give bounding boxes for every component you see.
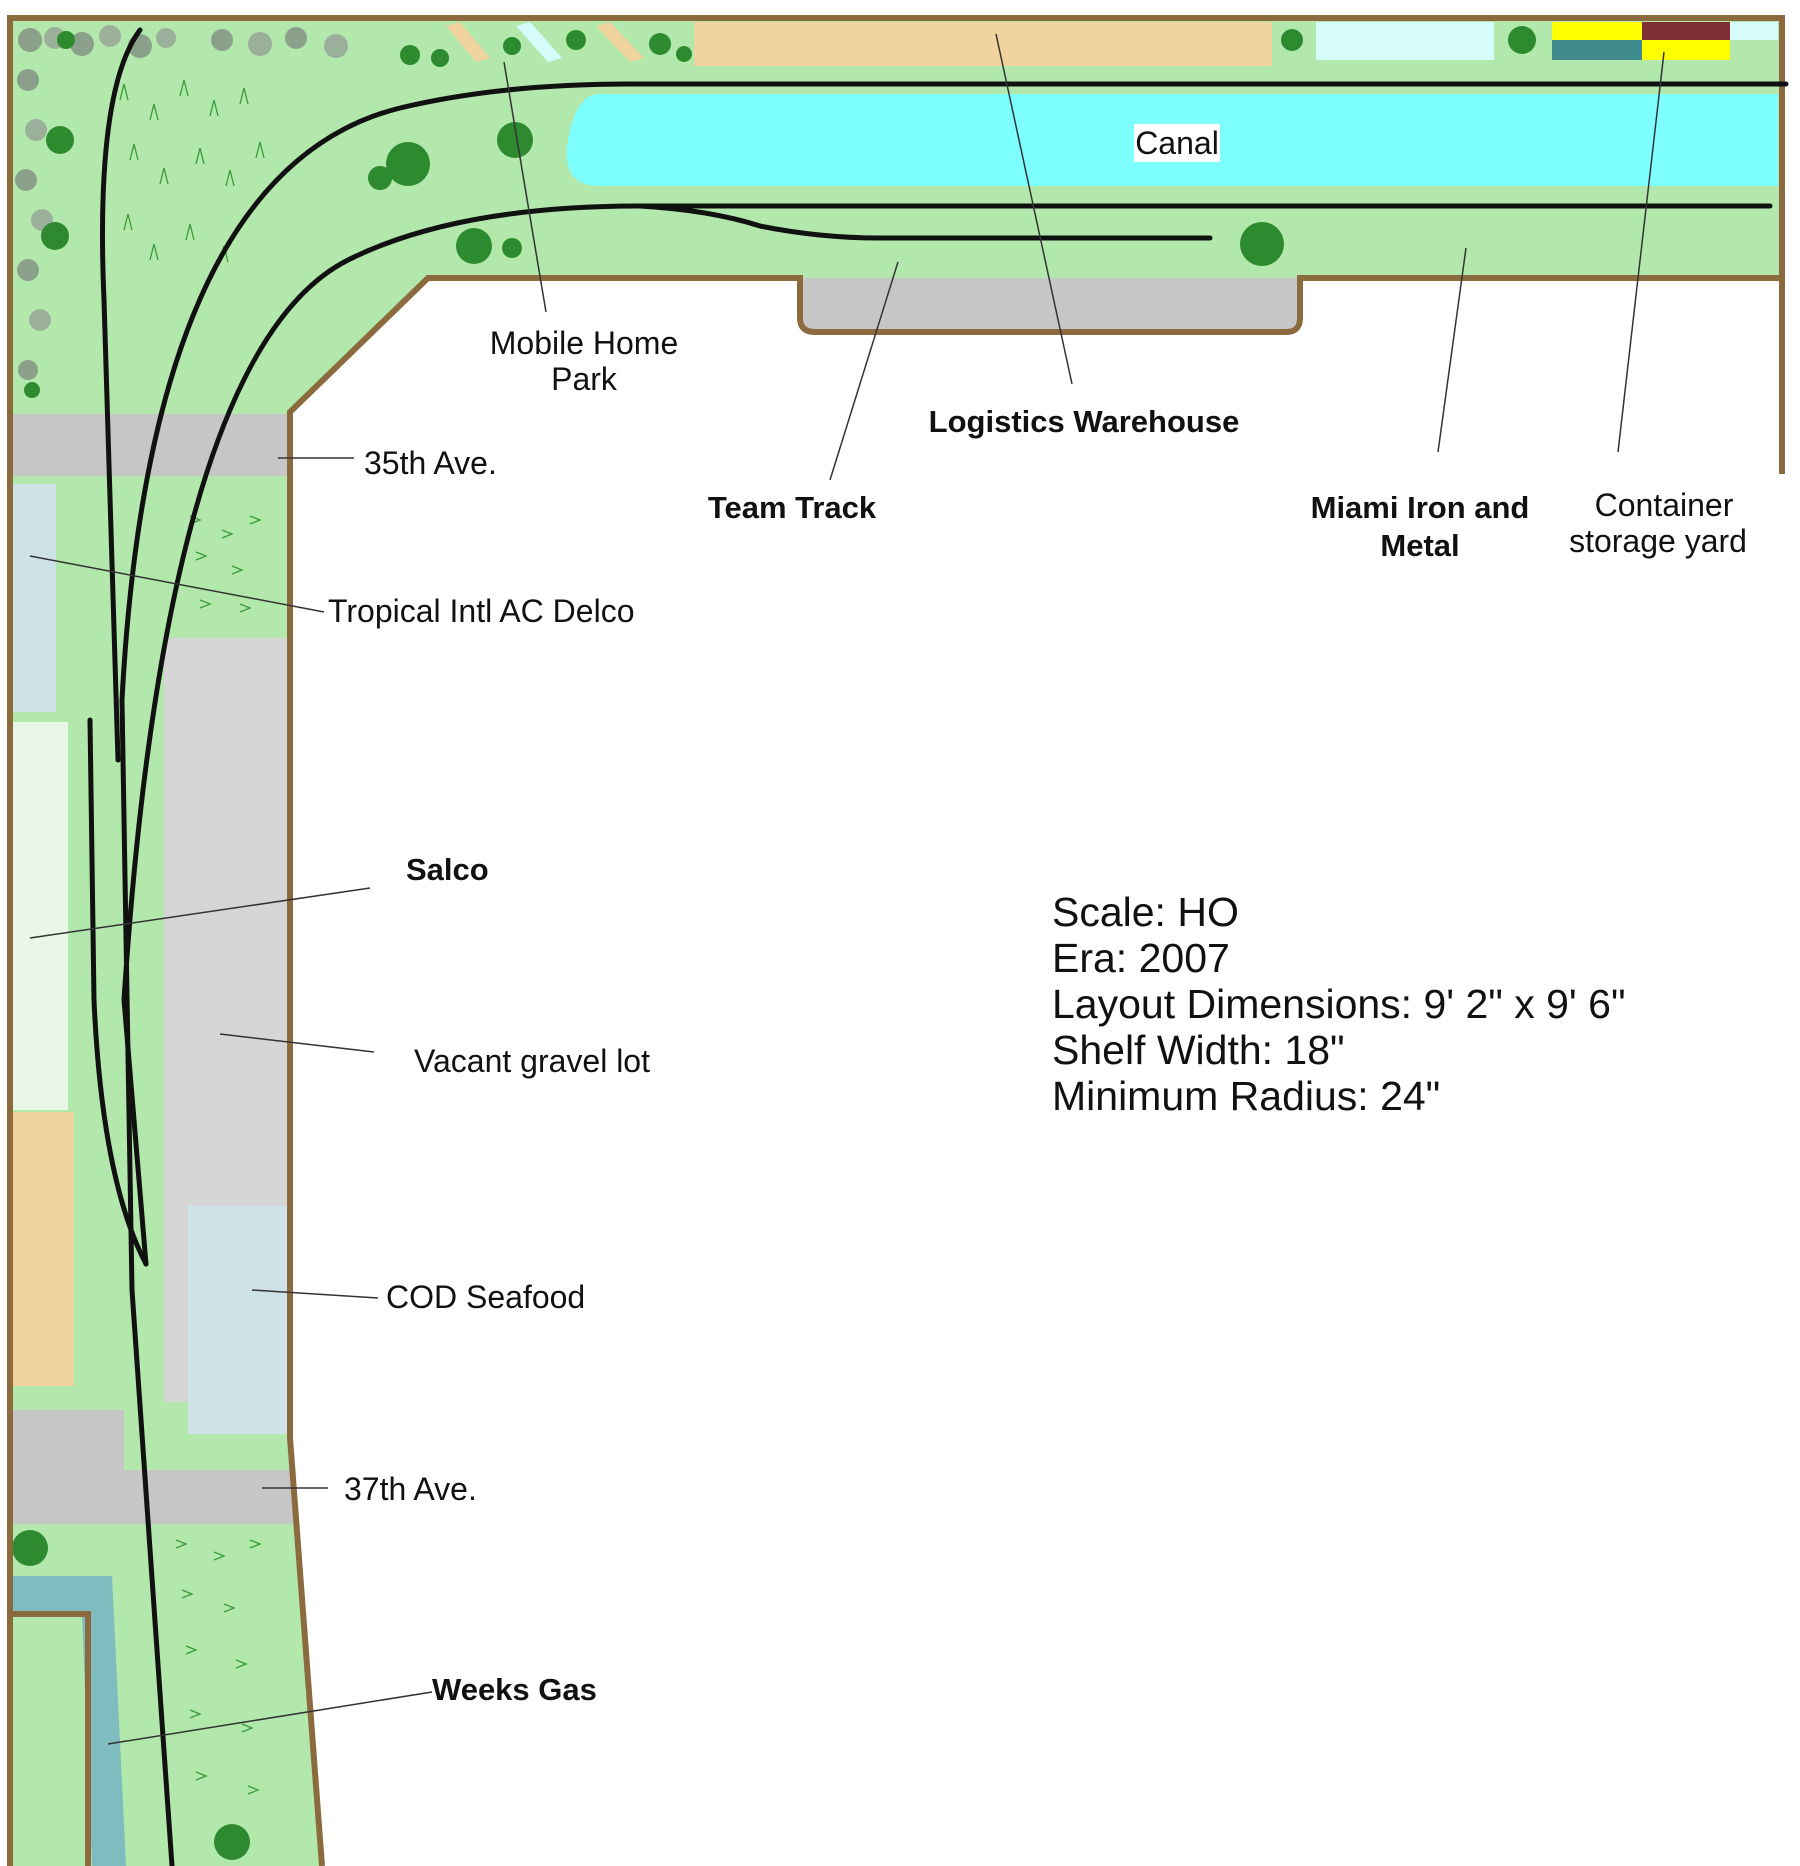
track-team-track-spur xyxy=(637,203,1213,241)
mobile-home-trailers xyxy=(446,22,644,62)
spec-dimensions: Layout Dimensions: 9' 2" x 9' 6" xyxy=(1052,981,1626,1027)
spec-era: Era: 2007 xyxy=(1052,935,1230,981)
tan-building-left xyxy=(12,1112,74,1386)
spec-shelf-width: Shelf Width: 18" xyxy=(1052,1027,1345,1073)
miami-iron-label-1: Miami Iron and xyxy=(1311,490,1530,525)
canal-label: Canal xyxy=(1135,125,1219,161)
logistics-warehouse-building xyxy=(694,22,1272,66)
road-37th-ave xyxy=(10,1410,296,1524)
team-track-label: Team Track xyxy=(708,490,877,525)
spec-scale: Scale: HO xyxy=(1052,889,1239,935)
weeks-gas-label: Weeks Gas xyxy=(432,1672,597,1707)
logistics-warehouse-label: Logistics Warehouse xyxy=(929,404,1240,439)
canal-label-bg xyxy=(1134,124,1220,162)
container-teal xyxy=(1552,40,1642,60)
mobile-home-park-label-2: Park xyxy=(551,361,618,397)
container-yard-label-2: storage yard xyxy=(1569,523,1747,559)
container-yellow-1 xyxy=(1552,22,1642,40)
tropical-label: Tropical Intl AC Delco xyxy=(328,593,634,629)
track-left-spur xyxy=(100,27,143,763)
container-yard-label-1: Container xyxy=(1595,487,1734,523)
fascia-outline xyxy=(7,15,1785,1866)
salco-building xyxy=(12,722,68,1110)
trees xyxy=(12,25,1536,1860)
weeks-gas-tank-area xyxy=(12,1576,126,1866)
salco-label: Salco xyxy=(406,852,489,887)
track-main-outer xyxy=(119,81,1789,1866)
tracks xyxy=(87,27,1789,1866)
leader-lines xyxy=(29,33,1665,1745)
ave-37-label: 37th Ave. xyxy=(344,1471,477,1507)
cod-seafood-label: COD Seafood xyxy=(386,1279,585,1315)
tropical-building xyxy=(12,484,56,712)
track-salco-spur xyxy=(87,717,149,1267)
container-maroon xyxy=(1642,22,1730,40)
grass-patches xyxy=(119,79,265,1795)
miami-iron-label-2: Metal xyxy=(1380,528,1459,563)
container-yellow-2 xyxy=(1642,40,1730,60)
mobile-home-park-label-1: Mobile Home xyxy=(490,325,679,361)
miami-iron-building xyxy=(1316,22,1494,60)
container-light xyxy=(1730,22,1778,40)
benchwork-grass xyxy=(10,18,1782,1866)
ave-35-label: 35th Ave. xyxy=(364,445,497,481)
spec-min-radius: Minimum Radius: 24" xyxy=(1052,1073,1440,1119)
team-track-lot xyxy=(800,278,1300,332)
weeks-gas-fascia-notch xyxy=(10,1611,91,1866)
cod-seafood-building xyxy=(188,1206,288,1434)
vacant-lot-label: Vacant gravel lot xyxy=(414,1043,650,1079)
track-main-inner xyxy=(121,203,1773,1267)
